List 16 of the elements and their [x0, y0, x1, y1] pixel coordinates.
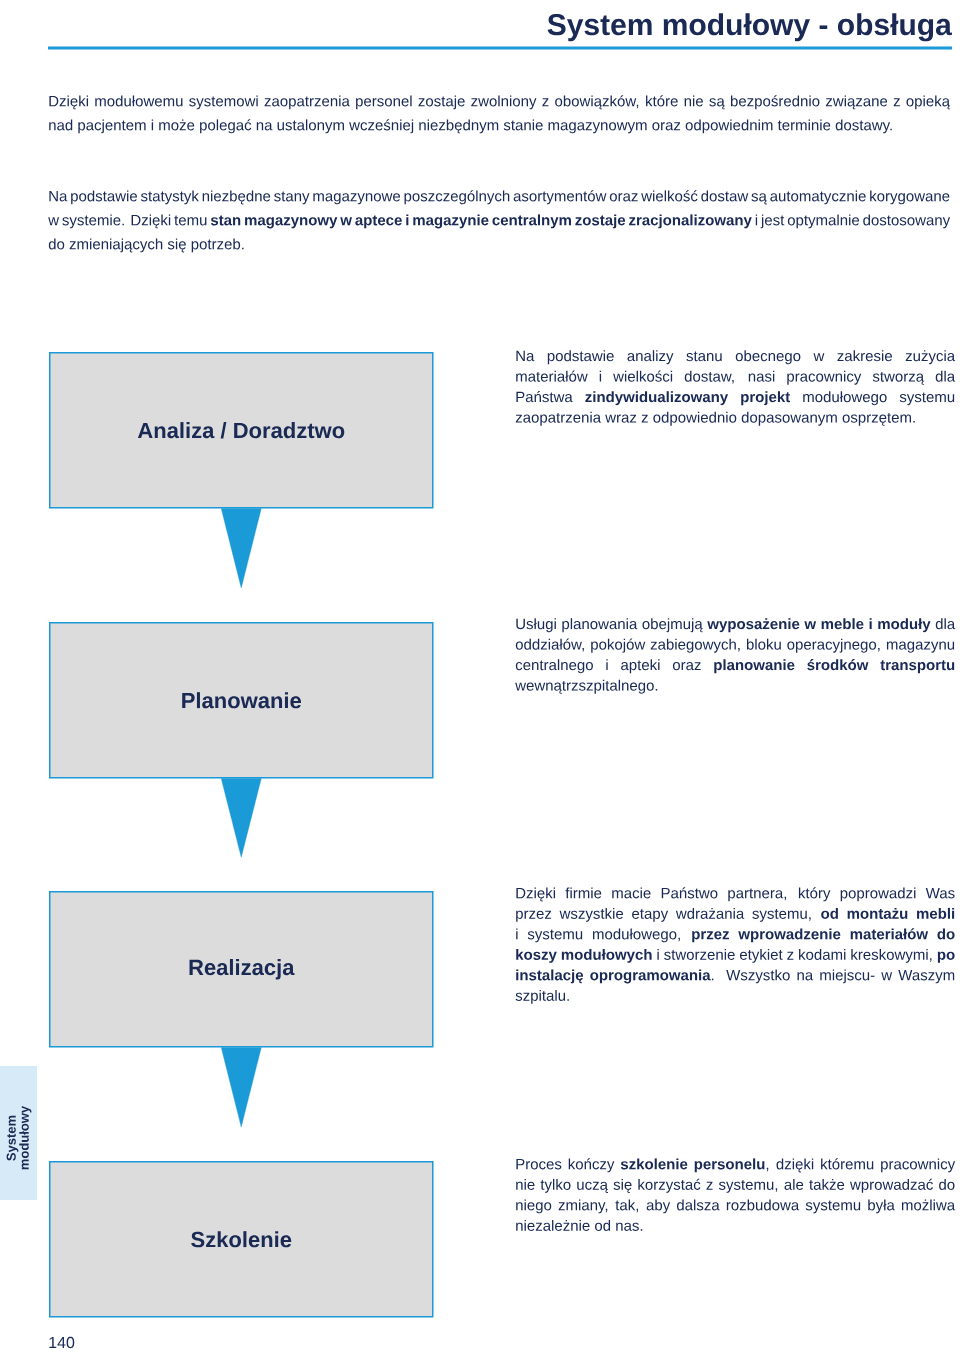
- side-tab: System modułowy: [0, 1066, 37, 1200]
- arrow: [221, 508, 262, 589]
- arrow: [221, 1047, 262, 1128]
- page-number: 140: [49, 1336, 75, 1349]
- description: Usługi planowania obejmują wyposażenie w meble i moduły dla oddziałów, pokojów zabiegowych, bloku operacyjnego, magazynu centralnego i apteki oraz planowanie środków transportu wewnątrzszpitalnego.: [515, 618, 956, 694]
- page-title: System modułowy - obsługa: [547, 13, 952, 42]
- description: Proces kończy szkolenie personelu, dzięki któremu pracownicy nie tylko uczą się korzystać z systemu, ale także wprowadzać do niego zmiany, tak, aby dalsza rozbudowa systemu była możliwa niezależnie od nas.: [516, 1158, 956, 1231]
- arrow: [221, 778, 262, 858]
- process-box: Szkolenie: [49, 1161, 434, 1318]
- description: Na podstawie analizy stanu obecnego w zakresie zużycia materiałów i wielkości dostaw, nasi pracownicy stworzą dla Państwa zindywidualizowany projekt modułowego systemu zaopatrzenia wraz z odpowiednio dopasowanym osprzętem.: [515, 350, 956, 426]
- paragraph: Dzięki modułowemu systemowi zaopatrzenia personel zostaje zwolniony z obowiązków, które nie są bezpośrednio związane z opieką nad pacjentem i może polegać na ustalonym wcześniej niezbędnym stanie magazynowym oraz odpowiednim terminie dostawy.: [49, 95, 951, 134]
- process-box: Realizacja: [49, 891, 434, 1048]
- paragraph: Na podstawie statystyk niezbędne stany magazynowe poszczególnych asortymentów oraz wielkość dostaw są automatycznie korygowane w systemie. Dzięki temu stan magazynowy w aptece i magazynie centralnym zostaje zracjonalizowany i jest optymalnie dostosowany do zmieniających się potrzeb.: [48, 190, 951, 253]
- process-box: Planowanie: [49, 622, 434, 779]
- process-box: Analiza / Doradztwo: [49, 352, 434, 509]
- description: Dzięki firmie macie Państwo partnera, który poprowadzi Was przez wszystkie etapy wdrażania systemu, od montażu mebli i systemu modułowego, przez wprowadzenie materiałów do koszy modułowych i stworzenie etykiet z kodami kreskowymi, po instalację oprogramowania. Wszystko na miejscu- w Waszym szpitalu.: [515, 887, 955, 1004]
